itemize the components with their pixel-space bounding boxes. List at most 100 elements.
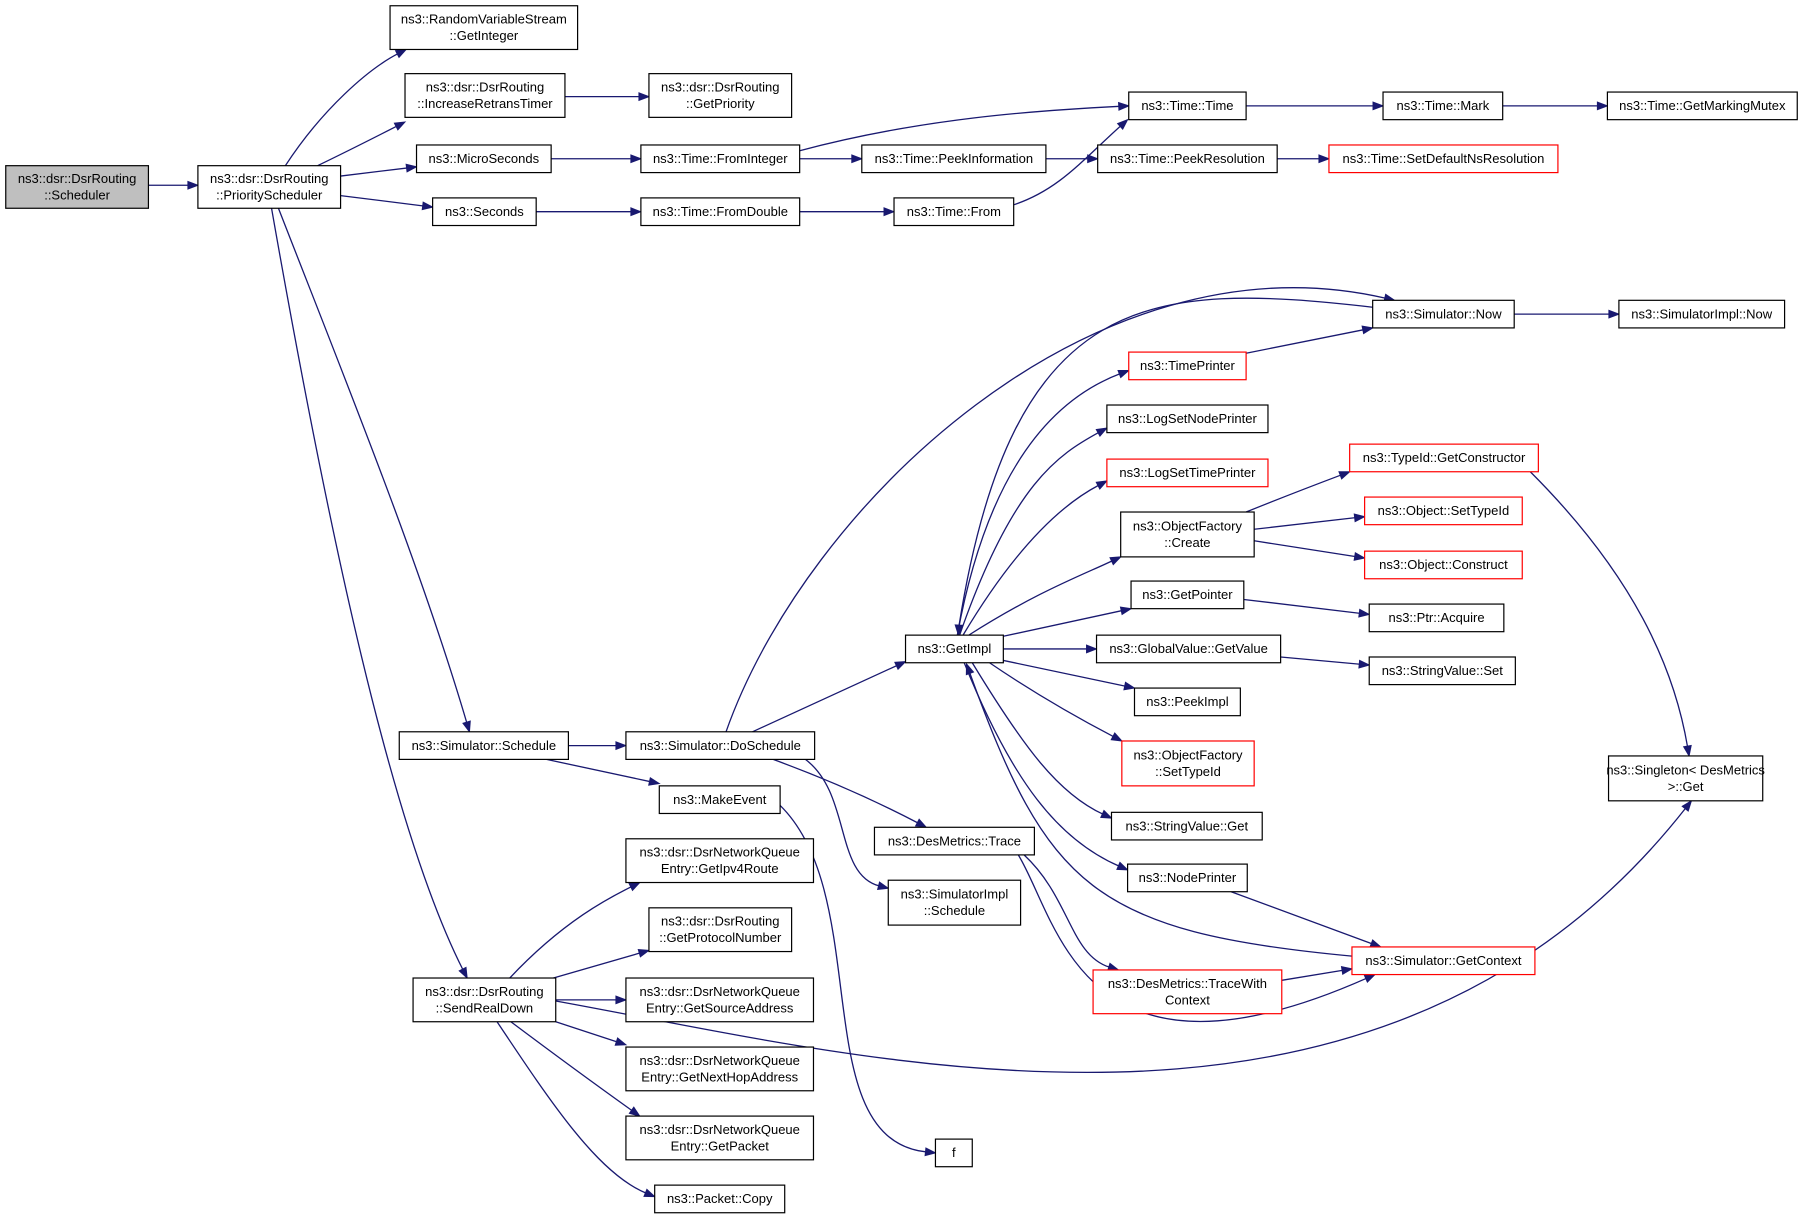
node-seconds[interactable]: ns3::Seconds [432, 197, 537, 227]
node-scheduler[interactable]: ns3::dsr::DsrRouting::Scheduler [5, 165, 150, 209]
edge-getimpl-to-timeprinter [956, 369, 1131, 636]
node-rvs-getinteger[interactable]: ns3::RandomVariableStream::GetInteger [389, 5, 579, 51]
node-simulator-now[interactable]: ns3::Simulator::Now [1372, 299, 1515, 329]
node-simulator-getcontext[interactable]: ns3::Simulator::GetContext [1351, 946, 1536, 976]
node-object-construct[interactable]: ns3::Object::Construct [1364, 550, 1523, 580]
node-simulatorimpl-now[interactable]: ns3::SimulatorImpl::Now [1618, 299, 1786, 329]
node-time-from[interactable]: ns3::Time::From [893, 197, 1015, 227]
node-box [1372, 299, 1515, 329]
arrowhead [914, 818, 928, 828]
node-label: ns3::PeekImpl [1146, 694, 1228, 709]
edge-line [772, 758, 919, 824]
node-time-time[interactable]: ns3::Time::Time [1128, 91, 1247, 121]
node-box [197, 165, 342, 209]
node-label: ns3::NodePrinter [1139, 870, 1237, 885]
edge-simulator-doschedule-to-simulatorimpl-schedule [805, 758, 890, 891]
arrowhead [1369, 939, 1383, 948]
edge-priority-scheduler-to-microseconds [340, 163, 418, 177]
node-time-setdefaultnsresolution[interactable]: ns3::Time::SetDefaultNsResolution [1328, 144, 1559, 174]
node-box [1606, 91, 1798, 121]
node-label: ns3::dsr::DsrNetworkQueue [640, 1122, 800, 1137]
node-nodeprinter[interactable]: ns3::NodePrinter [1126, 863, 1248, 893]
node-box [1128, 91, 1247, 121]
node-microseconds[interactable]: ns3::MicroSeconds [415, 144, 552, 174]
edge-line [752, 664, 898, 733]
node-box [1097, 144, 1278, 174]
node-label: f [952, 1145, 956, 1160]
node-ptr-acquire[interactable]: ns3::Ptr::Acquire [1368, 603, 1505, 633]
node-simulator-schedule[interactable]: ns3::Simulator::Schedule [398, 731, 569, 761]
node-box [1607, 755, 1764, 802]
node-stringvalue-set[interactable]: ns3::StringValue::Set [1368, 656, 1516, 686]
node-sendrealdown[interactable]: ns3::dsr::DsrRouting::SendRealDown [412, 977, 557, 1023]
node-increase-retrans-timer[interactable]: ns3::dsr::DsrRouting::IncreaseRetransTim… [404, 73, 566, 118]
edge-time-time-to-time-mark [1246, 101, 1385, 111]
edge-getimpl-to-getpointer [1003, 606, 1133, 637]
node-packet-copy[interactable]: ns3::Packet::Copy [654, 1184, 786, 1214]
node-getnexthopaddress[interactable]: ns3::dsr::DsrNetworkQueueEntry::GetNextH… [625, 1046, 815, 1092]
node-label: ns3::LogSetTimePrinter [1119, 465, 1256, 480]
node-getpacket[interactable]: ns3::dsr::DsrNetworkQueueEntry::GetPacke… [625, 1115, 815, 1161]
node-time-frominteger[interactable]: ns3::Time::FromInteger [640, 144, 801, 174]
node-getprotocolnumber[interactable]: ns3::dsr::DsrRouting::GetProtocolNumber [648, 907, 793, 953]
node-priority-scheduler[interactable]: ns3::dsr::DsrRouting::PriorityScheduler [197, 165, 342, 209]
node-label: ns3::GetImpl [918, 641, 992, 656]
arrowhead [894, 661, 907, 671]
edge-priority-scheduler-to-increase-retrans-timer [317, 121, 407, 167]
node-label: Entry::GetPacket [671, 1138, 770, 1153]
node-desmetrics-trace[interactable]: ns3::DesMetrics::Trace [873, 826, 1035, 856]
node-label: ns3::Time::Time [1141, 98, 1233, 113]
node-get-priority[interactable]: ns3::dsr::DsrRouting::GetPriority [648, 73, 793, 118]
node-globalvalue-getvalue[interactable]: ns3::GlobalValue::GetValue [1095, 634, 1282, 664]
arrowhead [393, 121, 407, 131]
node-box [1364, 496, 1523, 526]
node-label: ::PriorityScheduler [216, 188, 323, 203]
node-makeevent[interactable]: ns3::MakeEvent [658, 785, 781, 815]
node-objectfactory-create[interactable]: ns3::ObjectFactory::Create [1120, 511, 1255, 558]
node-label: ns3::dsr::DsrRouting [426, 80, 545, 95]
arrowhead [1682, 744, 1692, 758]
edge-scheduler-to-priority-scheduler [148, 180, 200, 190]
arrowhead [1100, 809, 1113, 819]
node-label: ns3::DesMetrics::TraceWith [1108, 976, 1267, 991]
node-stringvalue-get[interactable]: ns3::StringValue::Get [1110, 811, 1263, 841]
nodes-layer: ns3::dsr::DsrRouting::Schedulerns3::dsr:… [5, 5, 1798, 1214]
node-object-settypeid[interactable]: ns3::Object::SetTypeId [1364, 496, 1523, 526]
edge-getimpl-to-objectfactory-create [968, 556, 1122, 636]
node-time-peekresolution[interactable]: ns3::Time::PeekResolution [1097, 144, 1278, 174]
node-simulator-doschedule[interactable]: ns3::Simulator::DoSchedule [625, 731, 816, 761]
node-time-fromdouble[interactable]: ns3::Time::FromDouble [640, 197, 801, 227]
node-f[interactable]: f [934, 1138, 973, 1168]
node-objectfactory-settypeid[interactable]: ns3::ObjectFactory::SetTypeId [1121, 740, 1255, 787]
node-label: ns3::StringValue::Set [1382, 663, 1504, 678]
node-box [1106, 404, 1269, 434]
node-getsourceaddress[interactable]: ns3::dsr::DsrNetworkQueueEntry::GetSourc… [625, 977, 815, 1023]
node-logsetnodeprinter[interactable]: ns3::LogSetNodePrinter [1106, 404, 1269, 434]
arrowhead [628, 1106, 641, 1117]
node-typeid-getconstructor[interactable]: ns3::TypeId::GetConstructor [1349, 443, 1539, 473]
edge-getimpl-to-peekimpl [1003, 659, 1136, 691]
arrowhead [1116, 861, 1129, 871]
node-getimpl[interactable]: ns3::GetImpl [904, 634, 1004, 664]
node-getipv4route[interactable]: ns3::dsr::DsrNetworkQueueEntry::GetIpv4R… [625, 838, 815, 884]
node-time-getmarkingmutex[interactable]: ns3::Time::GetMarkingMutex [1606, 91, 1798, 121]
node-peekimpl[interactable]: ns3::PeekImpl [1133, 687, 1241, 717]
node-label: ns3::Time::SetDefaultNsResolution [1343, 151, 1545, 166]
edge-getpointer-to-ptr-acquire [1243, 598, 1371, 618]
arrowhead [1110, 732, 1124, 742]
node-time-mark[interactable]: ns3::Time::Mark [1382, 91, 1504, 121]
edge-desmetrics-trace-to-desmetrics-tracewithcontext [1023, 854, 1120, 972]
node-timeprinter[interactable]: ns3::TimePrinter [1128, 351, 1247, 381]
node-time-peekinformation[interactable]: ns3::Time::PeekInformation [861, 144, 1047, 174]
node-singleton-get[interactable]: ns3::Singleton< DesMetrics>::Get [1606, 755, 1765, 802]
node-simulatorimpl-schedule[interactable]: ns3::SimulatorImpl::Schedule [887, 879, 1022, 926]
node-label: >::Get [1668, 779, 1704, 794]
edge-line [270, 208, 464, 971]
edge-line [509, 885, 632, 979]
node-getpointer[interactable]: ns3::GetPointer [1130, 580, 1245, 610]
node-logsettimeprinter[interactable]: ns3::LogSetTimePrinter [1106, 458, 1269, 488]
arrowhead [1095, 480, 1109, 490]
node-label: ns3::Seconds [445, 204, 524, 219]
